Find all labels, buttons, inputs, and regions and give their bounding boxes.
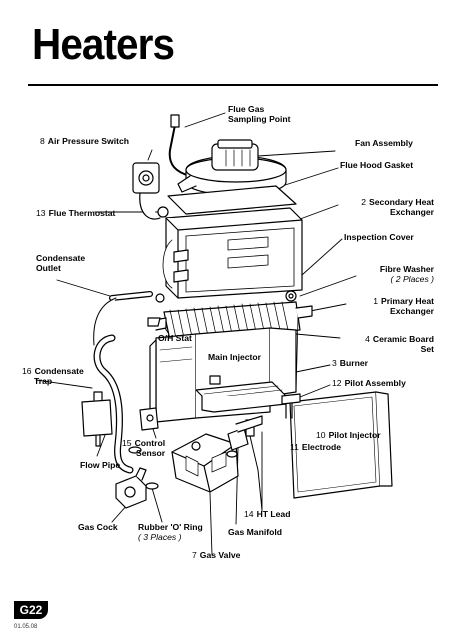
label-fibre-washer: Fibre Washer ( 2 Places ) bbox=[379, 264, 434, 284]
condensate-outlet-part bbox=[93, 291, 165, 346]
fibre-washer-part bbox=[285, 290, 297, 302]
label-fan-assembly: Fan Assembly bbox=[355, 138, 413, 148]
title-rule bbox=[28, 84, 438, 86]
main-injector-part bbox=[209, 375, 221, 385]
gas-valve-part bbox=[171, 433, 239, 493]
label-gas-manifold: Gas Manifold bbox=[228, 527, 282, 537]
label-gas-cock: Gas Cock bbox=[78, 522, 118, 532]
flue-thermostat-part bbox=[157, 206, 169, 218]
label-main-injector: Main Injector bbox=[208, 352, 262, 362]
condensate-trap-part bbox=[81, 391, 113, 447]
secondary-heat-exchanger-part bbox=[162, 207, 303, 299]
label-oh-stat: O/H Stat bbox=[158, 333, 192, 343]
footer-code: 01.05.08 bbox=[14, 624, 38, 630]
inspection-cover-part bbox=[289, 391, 393, 499]
rubber-o-ring-part bbox=[128, 446, 238, 490]
label-inspection-cover: Inspection Cover bbox=[344, 232, 414, 242]
flue-hood-gasket-part bbox=[167, 185, 297, 215]
oh-stat-part bbox=[147, 317, 161, 327]
gas-cock-part bbox=[115, 467, 147, 509]
label-flow-pipe: Flow Pipe bbox=[80, 460, 121, 470]
page-number-badge: G22 bbox=[14, 601, 48, 619]
electrode-part bbox=[245, 419, 263, 511]
fan-assembly-part bbox=[177, 139, 287, 196]
pilot-assembly-part bbox=[281, 393, 301, 419]
label-flue-hood-gasket: Flue Hood Gasket bbox=[340, 160, 414, 170]
air-pressure-switch-part bbox=[132, 162, 161, 220]
leader-lines bbox=[35, 112, 357, 556]
label-rubber-o-ring: Rubber 'O' Ring ( 3 Places ) bbox=[138, 522, 203, 542]
gas-manifold-part bbox=[227, 415, 263, 451]
flow-pipe-part bbox=[93, 334, 134, 474]
control-sensor-part bbox=[139, 407, 159, 431]
page-title: Heaters bbox=[32, 20, 175, 69]
